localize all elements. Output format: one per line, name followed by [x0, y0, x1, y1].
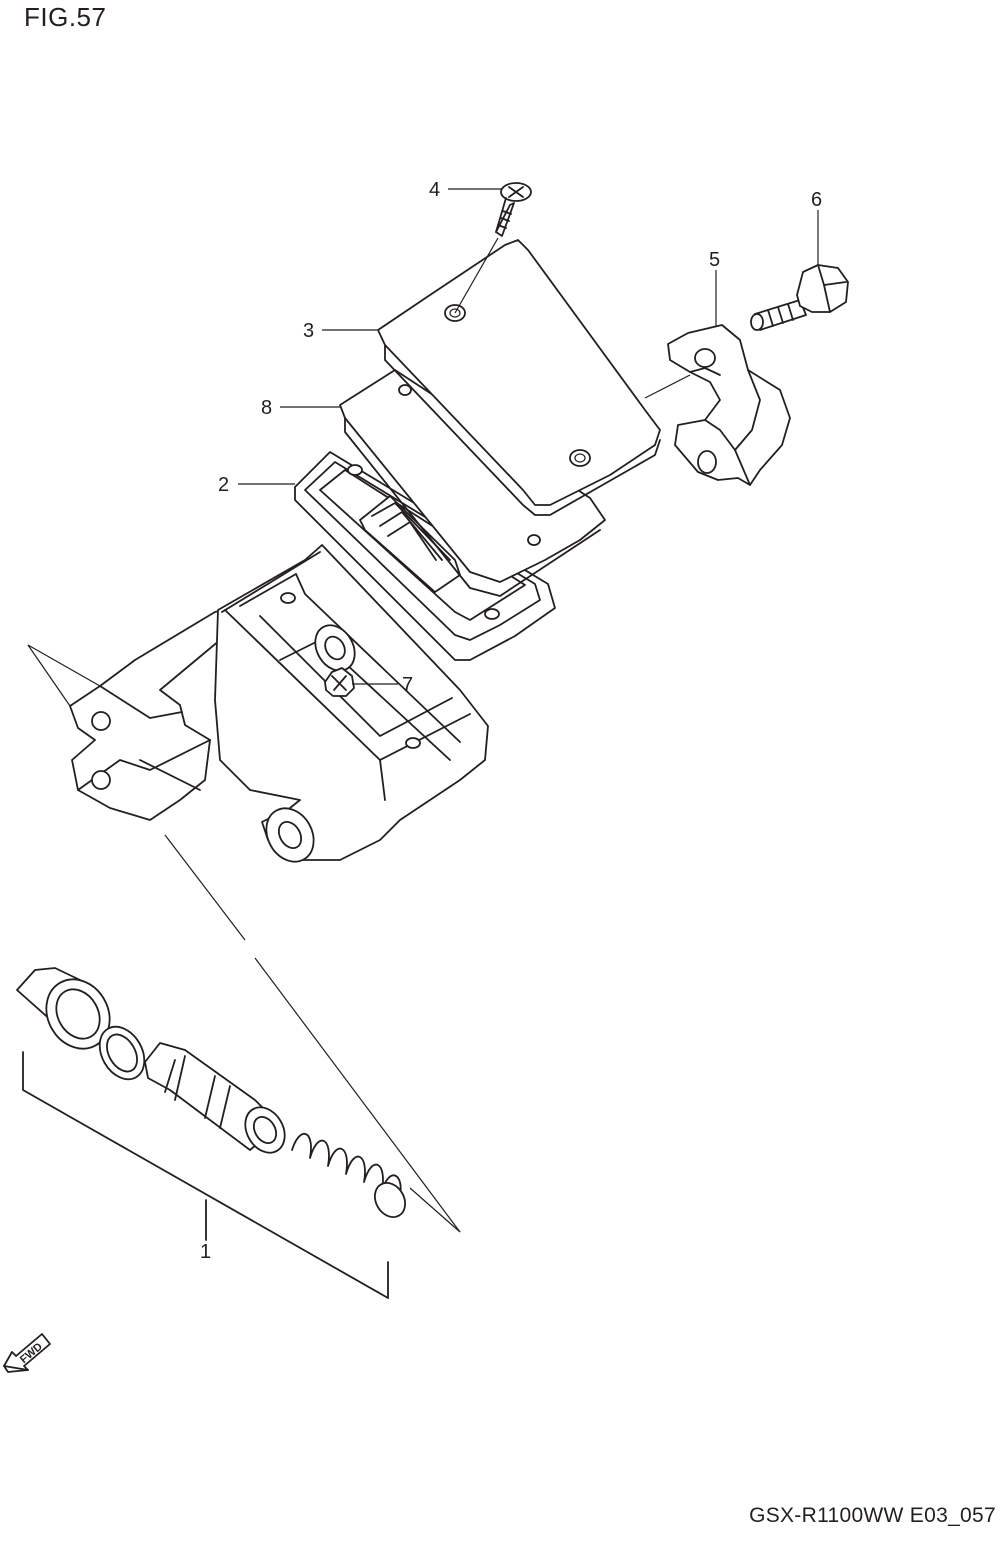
fwd-arrow-icon: FWD: [3, 1333, 51, 1373]
callout-label-2: 2: [218, 474, 229, 496]
callout-label-3: 3: [303, 320, 314, 342]
callout-label-8: 8: [261, 397, 272, 419]
assembly-lines: [27, 237, 691, 1233]
piston-kit-part[interactable]: [16, 967, 411, 1299]
callout-2: 2: [218, 474, 295, 496]
callout-label-1: 1: [200, 1241, 211, 1263]
callout-label-7: 7: [402, 674, 413, 696]
clamp-part[interactable]: [667, 324, 791, 486]
cap-part[interactable]: [377, 239, 661, 516]
bolt-part[interactable]: [750, 264, 849, 331]
callout-5: 5: [709, 249, 720, 326]
callout-label-4: 4: [429, 179, 440, 201]
reservoir-body[interactable]: [69, 544, 489, 870]
figure-title: FIG.57: [24, 2, 107, 32]
drawing-code: GSX-R1100WW E03_057: [749, 1504, 996, 1527]
callout-label-6: 6: [811, 189, 822, 211]
callout-8: 8: [261, 397, 340, 419]
callout-4: 4: [429, 179, 502, 201]
callout-3: 3: [303, 320, 378, 342]
callout-7: 7: [352, 674, 413, 696]
callout-1: 1: [200, 1241, 211, 1263]
callout-6: 6: [811, 189, 822, 266]
screw-part[interactable]: [495, 182, 532, 237]
fitting-part[interactable]: [324, 667, 355, 697]
callout-label-5: 5: [709, 249, 720, 271]
